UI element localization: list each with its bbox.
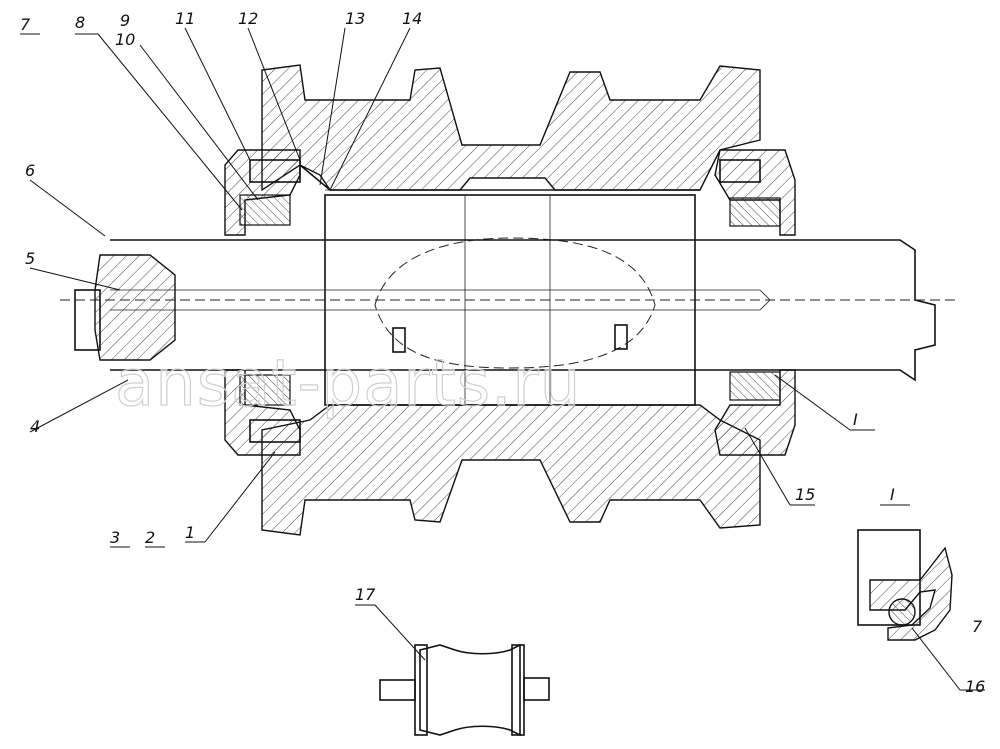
callout-2: 2 [145,528,155,547]
detail-title: I [890,485,895,504]
callout-7: 7 [20,15,31,34]
callout-10: 10 [115,30,135,49]
callout-16: 16 [965,677,985,696]
leader-lines [20,27,910,548]
callout-12: 12 [238,9,258,28]
callout-15: 15 [795,485,815,504]
callout-labels: 7 8 9 10 11 12 13 14 6 5 4 3 2 1 15 I I … [20,9,985,696]
callout-9: 9 [120,11,130,30]
callout-6: 6 [25,161,35,180]
callout-1: 1 [185,523,195,542]
cap-bolts [249,159,761,443]
detail-mark-main: I [853,410,858,429]
left-end-cap [224,149,301,456]
callout-11: 11 [175,9,195,28]
roller-overview-view [355,604,550,737]
callout-3: 3 [110,528,120,547]
detail-i-view [857,529,985,691]
callout-8: 8 [75,13,85,32]
oil-plugs [392,324,628,353]
roller-body-lower [261,404,761,536]
right-end-cap [714,149,796,456]
callout-4: 4 [30,417,40,436]
watermark-text: ansat-parts.ru [115,347,581,421]
callout-17: 17 [355,585,376,604]
callout-13: 13 [345,9,365,28]
callout-14: 14 [402,9,422,28]
callout-5: 5 [25,249,35,268]
shaft [60,237,960,382]
shaft-left-end [74,254,176,361]
roller-body-upper [261,64,761,192]
detail-callout-7: 7 [972,617,983,636]
